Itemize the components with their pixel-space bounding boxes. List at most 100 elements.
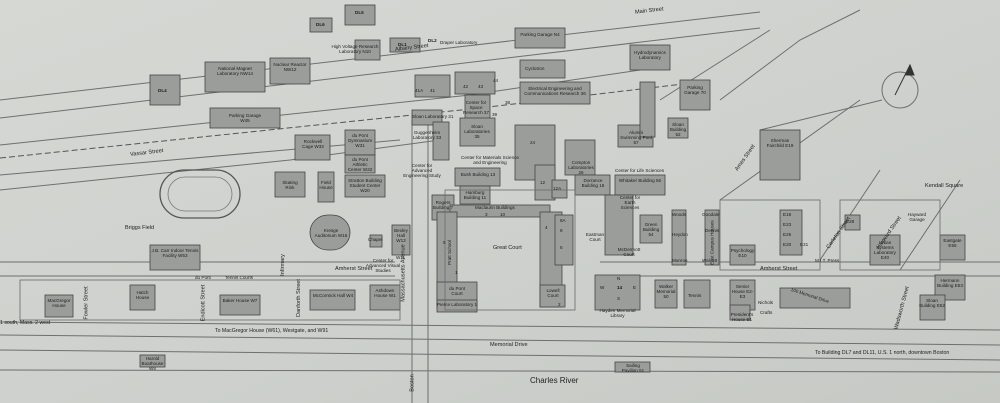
building-pierce [436, 299, 478, 313]
building-mccormick [309, 289, 356, 311]
building-boathouse [139, 354, 166, 368]
label-e-wing: E [633, 285, 637, 290]
label-hatch: Hatch House [135, 290, 150, 300]
label-danforth-street: Danforth Street [295, 279, 302, 317]
label-mitpress: M.I.T. Press [815, 258, 840, 263]
label-parking-w45: Parking Garage W45 [228, 113, 262, 123]
building-54 [604, 194, 634, 256]
running-track [159, 169, 241, 219]
building-carr [149, 244, 201, 271]
building-dl5 [344, 4, 376, 26]
building-nuclear [269, 57, 311, 85]
label-sherman: Sherman Fairchild E19 [766, 138, 794, 148]
building-field-house [317, 171, 335, 203]
label-12a: 12A [553, 186, 562, 191]
label-w-wing: W [600, 285, 605, 290]
label-1: 1 [455, 270, 458, 275]
building-41 [414, 74, 451, 98]
building-whitaker [614, 174, 666, 196]
label-m3: 3 [485, 212, 488, 217]
building-e52 [919, 294, 946, 321]
label-rockwell: Rockwell Cage W33 [302, 139, 324, 149]
label-sloan-52: Sloan Building 52 [669, 122, 687, 137]
building-sailing [614, 361, 651, 373]
label-endicott-street: Endicott Street [200, 284, 207, 322]
label-nuclear: Nuclear Reactor NW12 [273, 62, 307, 72]
label-walcott: Walcott [702, 258, 718, 263]
label-charles-river: Charles River [530, 376, 579, 385]
building-baker [219, 294, 261, 316]
label-cam: Center for Advanced Engineering Study [403, 163, 441, 178]
label-senior: Senior House E2-E3 [731, 284, 754, 299]
label-woods: Woods [672, 212, 687, 217]
building-humberg [459, 185, 491, 205]
label-dl6: DL6 [316, 22, 325, 27]
label-e25: E25 [783, 232, 792, 237]
building-president [729, 304, 751, 321]
note-east: To Building DL7 and DL11, U.S. 1 north, … [815, 350, 950, 356]
label-stratton: Stratton Building Student Center W20 [348, 178, 382, 193]
building-cyclotron [519, 59, 566, 79]
label-pierce: Pierce Laboratory 1 [437, 302, 478, 307]
building-psych [729, 244, 756, 266]
label-briggs: Briggs Field [125, 225, 155, 231]
label-24: 24 [530, 140, 536, 145]
building-sloan-lab [411, 109, 443, 126]
label-dennis: Dennis [705, 228, 720, 233]
label-great-court: Great Court [493, 245, 522, 251]
label-e23: E23 [783, 222, 792, 227]
label-research: Center for Space Research 37 [462, 100, 490, 115]
label-e20: E20 [783, 242, 792, 247]
label-w11: W11 [396, 255, 406, 260]
label-44: 44 [493, 78, 499, 83]
label-12: 12 [540, 180, 546, 185]
label-rogers: Rogers Building 7 [432, 200, 454, 210]
label-heydon: Heydon [672, 232, 688, 237]
label-42: 42 [463, 84, 469, 89]
label-dorrance: Dorrance Building 16 [581, 178, 605, 188]
label-parking-n4: Parking Garage N4 [520, 32, 560, 37]
building-sherman [759, 129, 801, 181]
label-43: 43 [478, 84, 484, 89]
building-parking-70 [679, 79, 711, 111]
building-100-memorial [779, 287, 851, 309]
label-draper: Draper Laboratory [440, 40, 478, 45]
label-bexley: Bexley Hall W13 [394, 228, 408, 243]
label-dl2: DL2 [428, 38, 437, 43]
label-bush: Bush Building 13 [460, 172, 496, 177]
label-dl5: DL5 [355, 10, 364, 15]
label-pratt: Pratt School [447, 239, 453, 266]
label-chapel: Chapel [368, 237, 383, 242]
label-8a: 8A [560, 218, 566, 223]
label-s-wing: S [617, 296, 621, 301]
building-e52-top [639, 81, 656, 138]
label-m4: 4 [545, 225, 548, 230]
label-walker: Walker Memorial 50 [656, 284, 676, 299]
building-hatch [129, 284, 156, 311]
label-dupont-center: du Pont Athletic Center W32 [347, 157, 373, 172]
building-ashdown [369, 284, 401, 311]
vassar-street [0, 139, 441, 191]
label-baker: Baker House W7 [222, 298, 258, 303]
label-carr: J.B. Carr Indoor Tennis Facility W53 [151, 248, 199, 258]
building-magnet [204, 61, 266, 93]
label-goodale: Goodale [702, 212, 720, 217]
building-tennis51 [683, 279, 711, 309]
label-earth: Center for Earth Sciences [619, 195, 641, 210]
label-e28: E28 [846, 219, 855, 224]
building-hv [354, 39, 381, 61]
label-infirmary: Infirmary [279, 254, 286, 276]
label-cyclotron: Cyclotron [525, 66, 545, 71]
label-sloan-labs-35: Sloan Laboratories 35 [464, 124, 490, 139]
label-green: Green Building 54 [642, 222, 660, 237]
building-e28 [844, 214, 861, 231]
label-whitaker: Whitaker Building 56 [618, 178, 662, 183]
label-president: President's House E1 [730, 312, 754, 322]
label-tennis51: Tennis [688, 293, 702, 298]
label-life-sci: Center for Life Sciences [615, 168, 665, 173]
label-psych: Psychology E10 [730, 248, 755, 258]
label-hayden: Hayden Memorial Library [599, 308, 636, 318]
building-dl4 [149, 74, 181, 106]
building-guggenheim [432, 121, 450, 161]
